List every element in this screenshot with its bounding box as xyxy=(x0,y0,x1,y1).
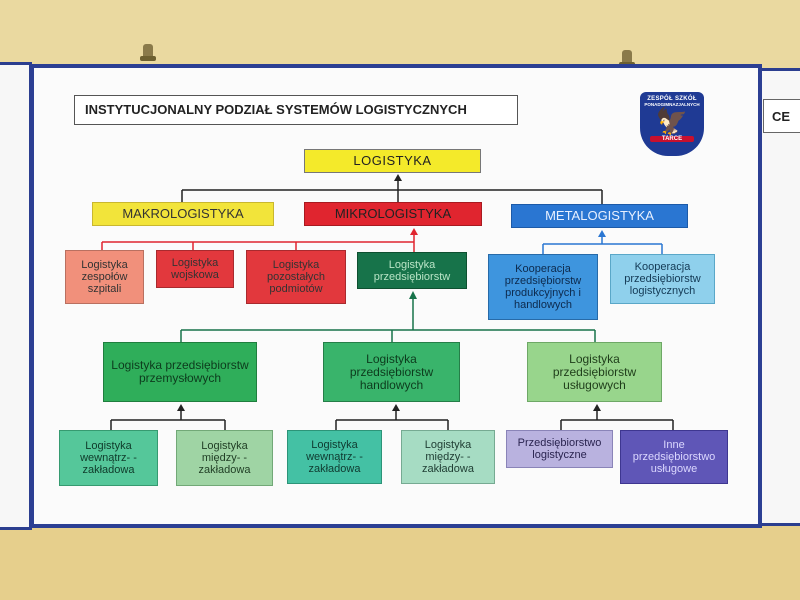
node-mikrologistyka: MIKROLOGISTYKA xyxy=(304,202,482,226)
node-handlowych: Logistyka przedsiębiorstw handlowych xyxy=(323,342,460,402)
node-inne-przedsiebiorstwo: Inne przedsiębiorstwo usługowe xyxy=(620,430,728,484)
eagle-icon: 🦅 xyxy=(655,106,689,136)
node-logistyka-szpitali: Logistyka zespołów szpitali xyxy=(65,250,144,304)
node-handlowe-miedzy: Logistyka między- -zakładowa xyxy=(401,430,495,484)
wall-lower xyxy=(0,525,800,600)
hanging-pin-left xyxy=(140,44,156,61)
node-metalogistyka: METALOGISTYKA xyxy=(511,204,688,228)
node-logistyka-wojskowa: Logistyka wojskowa xyxy=(156,250,234,288)
right-board-title-fragment: CE xyxy=(763,99,800,133)
logo-text-1: ZESPÓŁ SZKÓŁ xyxy=(647,96,697,102)
node-przemyslowych: Logistyka przedsiębiorstw przemysłowych xyxy=(103,342,257,402)
node-przedsiebiorstwo-logistyczne: Przedsiębiorstwo logistyczne xyxy=(506,430,613,468)
wall xyxy=(0,0,800,70)
node-handlowe-wewnatrz: Logistyka wewnątrz- -zakładowa xyxy=(287,430,382,484)
node-przemyslowe-wewnatrz: Logistyka wewnątrz- -zakładowa xyxy=(59,430,158,486)
logo-text-2: PONADGIMNAZJALNYCH xyxy=(644,102,700,107)
node-kooperacja-logistycznych: Kooperacja przedsiębiorstw logistycznych xyxy=(610,254,715,304)
poster-title: INSTYTUCJONALNY PODZIAŁ SYSTEMÓW LOGISTY… xyxy=(74,95,518,125)
node-uslugowych: Logistyka przedsiębiorstw usługowych xyxy=(527,342,662,402)
node-logistyka-przedsiebiorstw: Logistyka przedsiębiorstw xyxy=(357,252,467,289)
node-przemyslowe-miedzy: Logistyka między- -zakładowa xyxy=(176,430,273,486)
school-logo: ZESPÓŁ SZKÓŁ PONADGIMNAZJALNYCH 🦅 TARCE xyxy=(640,92,704,156)
logo-text-3: TARCE xyxy=(650,136,694,142)
node-kooperacja-produkcyjnych: Kooperacja przedsiębiorstw produkcyjnych… xyxy=(488,254,598,320)
node-logistyka: LOGISTYKA xyxy=(304,149,481,173)
node-logistyka-pozostalych: Logistyka pozostałych podmiotów xyxy=(246,250,346,304)
node-makrologistyka: MAKROLOGISTYKA xyxy=(92,202,274,226)
